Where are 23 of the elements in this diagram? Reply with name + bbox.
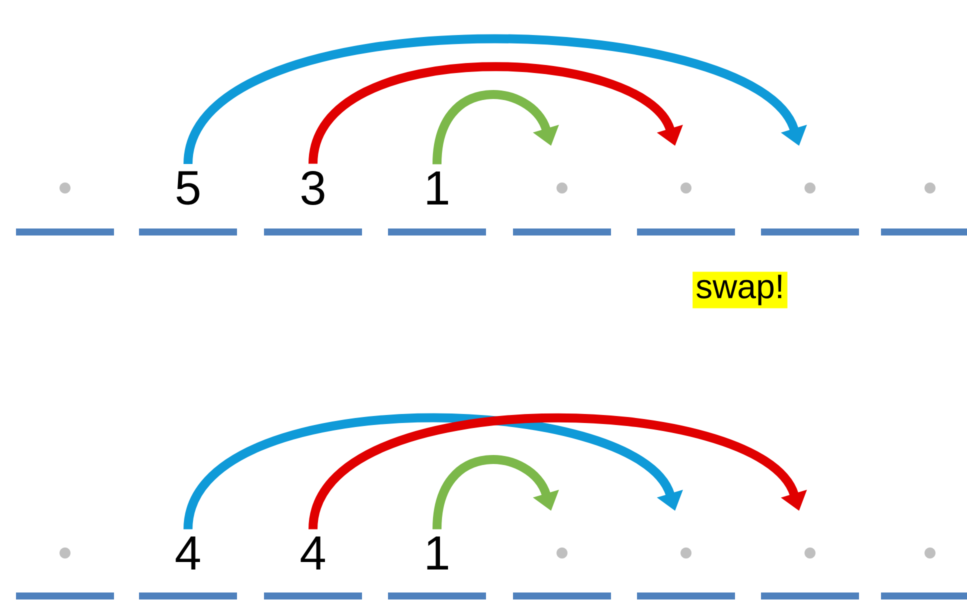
dot bbox=[680, 182, 692, 194]
number-label: 1 bbox=[427, 536, 448, 570]
curved-arrow bbox=[308, 414, 807, 530]
number-label: 4 bbox=[300, 536, 325, 570]
dot bbox=[924, 547, 936, 558]
curved-arrow bbox=[184, 34, 807, 166]
number-label: 3 bbox=[302, 171, 324, 205]
dot bbox=[680, 547, 692, 558]
dot bbox=[804, 547, 816, 558]
dot bbox=[556, 547, 568, 558]
dot bbox=[556, 182, 568, 194]
dot bbox=[60, 182, 70, 194]
curved-arrow bbox=[308, 62, 683, 165]
dot bbox=[60, 547, 70, 558]
dot bbox=[924, 182, 936, 194]
curved-arrow bbox=[432, 455, 559, 530]
highlighted-note: swap! bbox=[692, 272, 788, 308]
number-label: 5 bbox=[176, 171, 200, 205]
curved-arrow bbox=[184, 413, 683, 530]
dot bbox=[804, 182, 816, 194]
curved-arrow bbox=[432, 90, 559, 165]
number-label: 4 bbox=[176, 536, 200, 570]
number-label: 1 bbox=[427, 171, 448, 204]
